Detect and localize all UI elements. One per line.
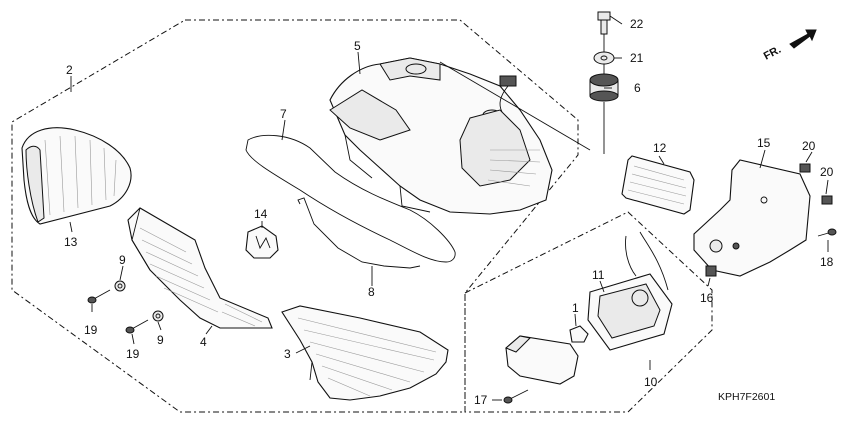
callout-19-upper: 19 — [84, 323, 98, 337]
callout-12: 12 — [653, 141, 667, 155]
callout-20-upper: 20 — [802, 139, 816, 153]
callout-5: 5 — [354, 39, 361, 53]
callout-15: 15 — [757, 136, 771, 150]
license-bracket-part-15 — [693, 159, 811, 277]
screw-part-19-upper — [87, 289, 111, 304]
nut-part-20-lower — [821, 195, 833, 205]
washer-part-21 — [593, 51, 615, 65]
callout-8: 8 — [368, 285, 375, 299]
callout-18: 18 — [820, 255, 834, 269]
callout-4: 4 — [200, 335, 207, 349]
callout-labels: 1 2 3 4 5 6 7 8 9 9 10 11 12 13 14 15 16… — [64, 17, 834, 407]
callout-1: 1 — [572, 301, 579, 315]
nut-part-16 — [705, 265, 717, 277]
screw-part-17 — [503, 389, 529, 404]
callout-9-upper: 9 — [119, 253, 126, 267]
nut-part-20-upper — [799, 163, 811, 173]
screw-part-19-lower — [125, 319, 149, 334]
callout-11: 11 — [592, 268, 605, 282]
front-direction-arrow: FR. — [762, 29, 817, 63]
callout-10: 10 — [644, 375, 658, 389]
housing-part-5 — [329, 57, 553, 215]
callout-14: 14 — [254, 207, 268, 221]
callout-9-lower: 9 — [157, 333, 164, 347]
callout-21: 21 — [630, 51, 644, 65]
lower-lens-part-3 — [281, 305, 449, 401]
washer-part-9-lower — [152, 310, 164, 322]
callout-19-lower: 19 — [126, 347, 140, 361]
tail-lens-part-4 — [127, 207, 273, 329]
bracket-part-8 — [297, 197, 421, 269]
leader-lines — [69, 15, 829, 401]
license-lens — [505, 335, 579, 385]
socket-part-11 — [587, 231, 673, 351]
reflector-part-12 — [621, 155, 695, 215]
callout-6: 6 — [634, 81, 641, 95]
callout-16: 16 — [700, 291, 714, 305]
bulb-part-14 — [245, 225, 279, 259]
left-side-lens-part-13 — [21, 127, 132, 225]
bolt-part-22 — [597, 11, 611, 35]
license-light-boundary — [464, 211, 713, 413]
callout-3: 3 — [284, 347, 291, 361]
washer-part-9-upper — [114, 280, 126, 292]
callout-17: 17 — [474, 393, 488, 407]
screw-part-18 — [817, 228, 837, 237]
callout-13: 13 — [64, 235, 78, 249]
grommet-part-6 — [589, 73, 619, 102]
gasket-part-7 — [245, 134, 456, 263]
drawing-code: KPH7F2601 — [718, 391, 775, 403]
callout-22: 22 — [630, 17, 644, 31]
main-assembly-boundary — [11, 19, 579, 413]
callout-2: 2 — [66, 63, 73, 77]
callout-20-lower: 20 — [820, 165, 834, 179]
direction-label: FR. — [762, 44, 783, 63]
callout-7: 7 — [280, 107, 287, 121]
bulb-part-1 — [569, 325, 589, 343]
